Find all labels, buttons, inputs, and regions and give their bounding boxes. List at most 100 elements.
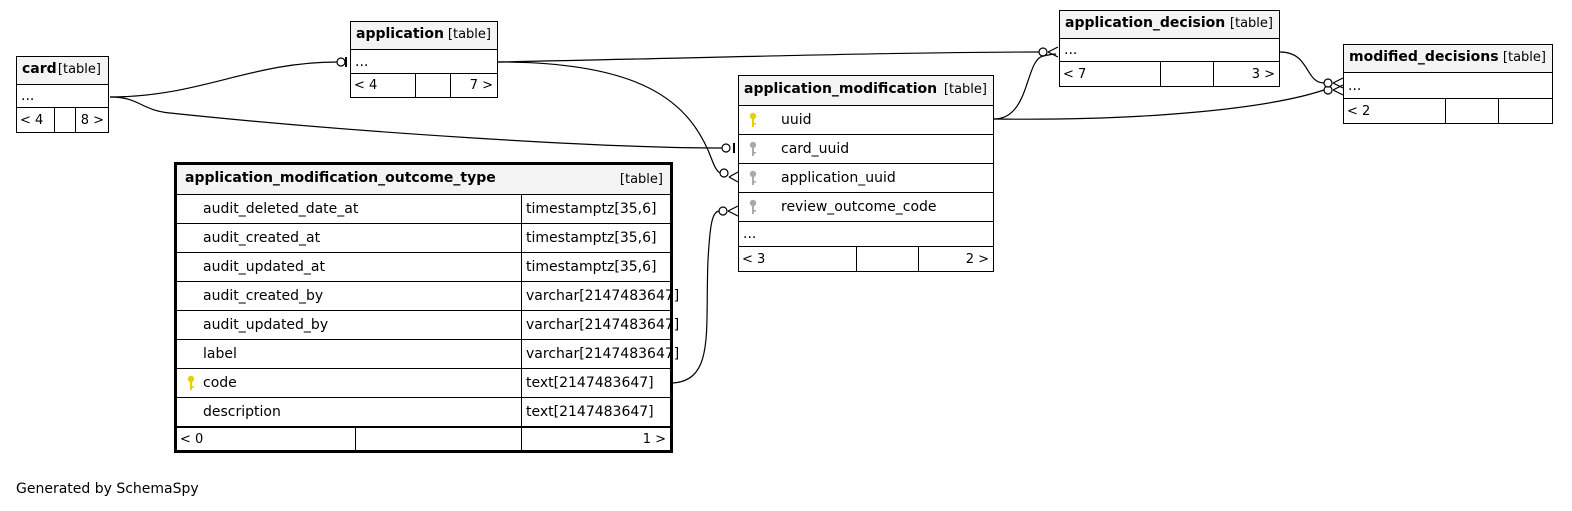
relationship-nav: < 3 2 >: [739, 247, 993, 271]
more-columns-row: ...: [351, 50, 497, 74]
nav-spacer: [415, 74, 451, 97]
children-link[interactable]: 7 >: [469, 78, 493, 93]
relationship-nav: < 4 8 >: [17, 108, 108, 132]
column-type: text[2147483647]: [521, 369, 670, 397]
table-name: application_decision: [1065, 15, 1226, 31]
children-link[interactable]: 1 >: [642, 431, 666, 447]
column-name: uuid: [781, 112, 812, 128]
primary-key-icon: [749, 112, 757, 127]
column-name: label: [203, 346, 237, 362]
edge-card-application: [109, 61, 338, 98]
column-name: audit_deleted_date_at: [203, 201, 359, 217]
table-header: card [table]: [17, 57, 108, 85]
relationship-nav: < 2: [1344, 99, 1552, 123]
column-name: review_outcome_code: [781, 199, 937, 215]
column-row[interactable]: label varchar[2147483647]: [177, 340, 679, 369]
column-row[interactable]: application_uuid: [739, 164, 993, 193]
children-link[interactable]: 3 >: [1251, 66, 1275, 82]
relationship-nav: < 0 1 >: [177, 427, 670, 450]
nav-spacer: [1160, 62, 1214, 86]
relationship-nav: < 7 3 >: [1060, 62, 1279, 86]
table-name: modified_decisions: [1349, 49, 1499, 65]
parents-link[interactable]: < 3: [742, 251, 766, 267]
table-kind: [table]: [1502, 50, 1546, 65]
table-name: application_modification: [744, 81, 938, 97]
column-type: timestamptz[35,6]: [521, 253, 670, 281]
edge-application-decision: [497, 51, 1040, 63]
children-link[interactable]: [1548, 99, 1552, 123]
more-columns-row: ...: [1344, 73, 1552, 99]
column-type: varchar[2147483647]: [521, 340, 679, 368]
table-kind: [table]: [447, 27, 491, 42]
parents-link[interactable]: < 0: [180, 431, 204, 447]
table-header: application_modification_outcome_type [t…: [177, 165, 670, 195]
nav-spacer: [54, 108, 76, 132]
column-row[interactable]: audit_updated_by varchar[2147483647]: [177, 311, 679, 340]
edge-decision-modified: [1279, 51, 1325, 84]
table-application[interactable]: application [table] ... < 4 7 >: [350, 21, 498, 98]
table-header: application_modification [table]: [739, 76, 993, 106]
table-header: application [table]: [351, 22, 497, 50]
column-name: audit_created_at: [203, 230, 321, 246]
column-row[interactable]: code text[2147483647]: [177, 369, 670, 398]
column-type: varchar[2147483647]: [521, 282, 679, 310]
table-kind: [table]: [619, 172, 663, 187]
column-row[interactable]: audit_updated_at timestamptz[35,6]: [177, 253, 670, 282]
column-name: code: [203, 375, 237, 391]
edge-application-modification: [497, 61, 721, 174]
generated-by-footer: Generated by SchemaSpy: [16, 481, 199, 497]
foreign-key-icon: [749, 141, 757, 156]
column-type: varchar[2147483647]: [521, 311, 679, 339]
column-name: audit_created_by: [203, 288, 324, 304]
edge-modification-modified: [993, 89, 1325, 120]
nav-spacer: [355, 428, 522, 450]
column-name: audit_updated_at: [203, 259, 326, 275]
table-application-decision[interactable]: application_decision [table] ... < 7 3 >: [1059, 10, 1280, 87]
relationship-nav: < 4 7 >: [351, 74, 497, 97]
parents-link[interactable]: < 4: [354, 78, 378, 93]
more-columns-row: ...: [17, 85, 108, 108]
edge-modification-decision: [993, 53, 1057, 120]
column-type: text[2147483647]: [521, 398, 670, 426]
parents-link[interactable]: < 4: [20, 112, 44, 128]
parents-link[interactable]: < 7: [1063, 66, 1087, 82]
children-link[interactable]: 2 >: [965, 251, 989, 267]
column-name: audit_updated_by: [203, 317, 329, 333]
nav-spacer: [856, 247, 919, 271]
column-row[interactable]: review_outcome_code: [739, 193, 993, 222]
column-row[interactable]: description text[2147483647]: [177, 398, 670, 427]
table-card[interactable]: card [table] ... < 4 8 >: [16, 56, 109, 133]
table-name: application_modification_outcome_type: [185, 170, 496, 186]
foreign-key-icon: [749, 199, 757, 214]
table-kind: [table]: [57, 62, 101, 77]
column-row[interactable]: uuid: [739, 106, 993, 135]
column-name: description: [203, 404, 281, 420]
column-row[interactable]: card_uuid: [739, 135, 993, 164]
table-modified-decisions[interactable]: modified_decisions [table] ... < 2: [1343, 44, 1553, 124]
table-header: modified_decisions [table]: [1344, 45, 1552, 73]
column-name: card_uuid: [781, 141, 850, 157]
edge-outcome-modification: [672, 210, 720, 384]
column-type: timestamptz[35,6]: [521, 224, 670, 252]
column-row[interactable]: audit_created_by varchar[2147483647]: [177, 282, 679, 311]
table-name: application: [356, 26, 444, 42]
table-kind: [table]: [943, 82, 987, 97]
table-kind: [table]: [1229, 16, 1273, 31]
children-link[interactable]: 8 >: [80, 112, 104, 128]
table-name: card: [22, 61, 57, 77]
nav-spacer: [1445, 99, 1499, 123]
table-header: application_decision [table]: [1060, 11, 1279, 39]
table-application-modification[interactable]: application_modification [table] uuid ca…: [738, 75, 994, 272]
more-columns-row: ...: [739, 222, 993, 247]
column-type: timestamptz[35,6]: [521, 195, 670, 223]
primary-key-icon: [187, 375, 195, 390]
foreign-key-icon: [749, 170, 757, 185]
edge-card-modification: [109, 96, 723, 149]
table-application-modification-outcome-type[interactable]: application_modification_outcome_type [t…: [174, 162, 679, 453]
column-name: application_uuid: [781, 170, 896, 186]
column-row[interactable]: audit_deleted_date_at timestamptz[35,6]: [177, 195, 670, 224]
column-row[interactable]: audit_created_at timestamptz[35,6]: [177, 224, 670, 253]
more-columns-row: ...: [1060, 39, 1279, 62]
parents-link[interactable]: < 2: [1347, 103, 1371, 119]
